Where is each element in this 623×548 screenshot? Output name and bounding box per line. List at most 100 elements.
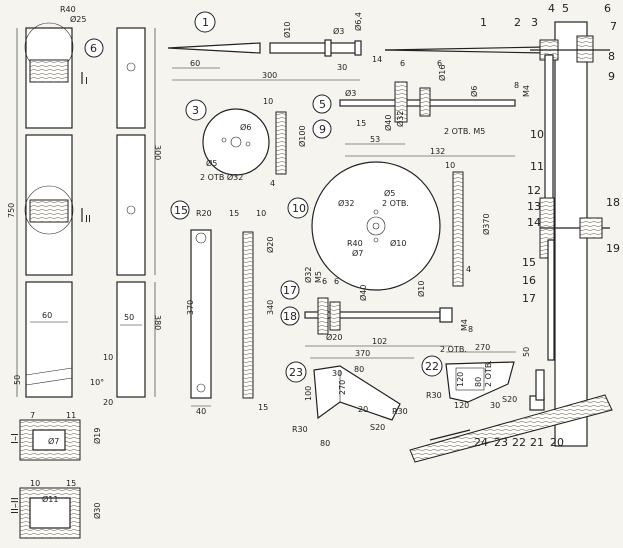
p5-l132: 132 — [430, 147, 445, 156]
p17-d10: Ø10 — [416, 281, 426, 297]
asm-label-13: 13 — [527, 200, 541, 213]
p17-holes: 2 ОТВ. — [440, 345, 467, 354]
p22-d80: 80 — [474, 377, 483, 387]
asm-label-15: 15 — [522, 256, 536, 269]
dim-d25: Ø25 — [70, 14, 86, 24]
asm-label-18: 18 — [606, 196, 620, 209]
dim-50-side: 50 — [124, 313, 134, 322]
assembly-labels: 1 2 3 4 5 6 7 8 9 10 11 12 13 14 15 16 1… — [474, 2, 620, 449]
p22-l30: 30 — [490, 401, 500, 410]
p3-holes: 2 ОТВ Ø32 — [200, 172, 243, 182]
asm-label-20: 20 — [550, 436, 564, 449]
dim-60: 60 — [42, 311, 52, 320]
callout-23: 23 — [289, 366, 303, 379]
part-15-rod: 15 R20 370 40 15 10 Ø20 340 15 — [170, 200, 275, 416]
bearing-block-middle — [29, 199, 69, 223]
p5-t6a: 6 — [400, 59, 405, 68]
asm-label-3: 3 — [531, 16, 538, 29]
p3-d100: Ø100 — [297, 125, 307, 147]
post-side-view: 300 380 50 10 20 — [103, 27, 162, 407]
section-mark-2: II — [85, 214, 91, 225]
section-label-2: II–II — [10, 497, 21, 514]
p17-l102: 102 — [372, 337, 387, 346]
p22-l50: 50 — [522, 347, 531, 357]
sec1-dim-11: 11 — [66, 411, 76, 420]
p15-l340: 340 — [266, 300, 275, 315]
p3-d5: Ø5 — [206, 158, 217, 168]
asm-label-4: 4 — [548, 2, 555, 15]
p23-l80b: 80 — [320, 439, 330, 448]
p5-l15: 15 — [356, 119, 366, 128]
p22-l270: 270 — [475, 343, 490, 352]
p10-d10: Ø10 — [390, 238, 406, 248]
p23-l30: 30 — [332, 369, 342, 378]
asm-label-23: 23 — [494, 436, 508, 449]
asm-label-16: 16 — [522, 274, 536, 287]
asm-label-9: 9 — [608, 70, 615, 83]
dim-20-side: 20 — [103, 398, 113, 407]
p10-d7: Ø7 — [352, 248, 363, 258]
p23-l100: 100 — [304, 386, 313, 401]
callout-3: 3 — [192, 104, 199, 117]
sec2-dim-d30: Ø30 — [92, 503, 102, 519]
asm-label-2: 2 — [514, 16, 521, 29]
asm-label-22: 22 — [512, 436, 526, 449]
p17-d40: Ø40 — [358, 285, 368, 301]
p1-d3: Ø3 — [333, 26, 344, 36]
p10-d5: Ø5 — [384, 188, 395, 198]
p3-d6: Ø6 — [240, 122, 251, 132]
part-23-pedal: 23 370 30 80 270 R30 R30 100 80 20 S20 — [285, 349, 414, 448]
sec1-dim-d7: Ø7 — [48, 436, 59, 446]
bearing-block-top — [29, 59, 69, 83]
asm-label-12: 12 — [527, 184, 541, 197]
asm-label-19: 19 — [606, 242, 620, 255]
section-views: I–I 7 11 Ø7 Ø19 II–II 10 15 Ø11 Ø30 — [10, 411, 102, 539]
sec1-dim-7: 7 — [30, 411, 35, 420]
p10-holes: 2 ОТВ. — [382, 199, 409, 208]
p23-l270: 270 — [338, 380, 347, 395]
asm-label-6: 6 — [604, 2, 611, 15]
p23-r30a: R30 — [292, 425, 308, 434]
p1-l30: 30 — [337, 63, 347, 72]
p17-t6a: 6 — [322, 277, 327, 286]
p10-r40: R40 — [347, 239, 363, 248]
p1-l300: 300 — [262, 71, 277, 80]
sec2-dim-d11: Ø11 — [42, 494, 58, 504]
sec2-dim-15: 15 — [66, 479, 76, 488]
dim-10-side: 10 — [103, 353, 113, 362]
dim-r40: R40 — [60, 5, 76, 14]
p22-l120: 120 — [454, 401, 469, 410]
asm-label-10: 10 — [530, 128, 544, 141]
callout-6 — [84, 38, 104, 58]
part-22-bracket: 22 270 120 80 2 ОТВ. 50 R30 120 30 S20 — [421, 343, 531, 410]
p5-t8: 8 — [514, 81, 519, 90]
asm-label-14: 14 — [527, 216, 541, 229]
p15-d20: Ø20 — [265, 237, 275, 253]
p17-t8: 8 — [468, 325, 473, 334]
p22-s20: S20 — [502, 395, 517, 404]
detail-circle-2 — [24, 185, 74, 235]
p23-l80: 80 — [354, 365, 364, 374]
p15-r20: R20 — [196, 209, 212, 218]
p5-m4: M4 — [522, 85, 531, 97]
p10-t4: 4 — [466, 265, 471, 274]
asm-label-5: 5 — [562, 2, 569, 15]
callout-9: 9 — [319, 123, 326, 136]
dim-50-front: 50 — [13, 375, 22, 385]
p17-m5: M5 — [314, 271, 323, 283]
p15-t10: 10 — [256, 209, 266, 218]
dim-angle: 10° — [90, 378, 104, 387]
callout-18: 18 — [283, 310, 297, 323]
callout-1: 1 — [202, 16, 209, 29]
p10-t10: 10 — [445, 161, 455, 170]
p17-t6b: 6 — [334, 277, 339, 286]
p5-d32: Ø32 — [395, 111, 405, 127]
p5-holes: 2 ОТВ. M5 — [444, 127, 485, 136]
p23-r30b: R30 — [392, 407, 408, 416]
p1-l60: 60 — [190, 59, 200, 68]
asm-label-11: 11 — [530, 160, 544, 173]
callout-6-label: 6 — [90, 42, 97, 55]
p5-l53: 53 — [370, 135, 380, 144]
